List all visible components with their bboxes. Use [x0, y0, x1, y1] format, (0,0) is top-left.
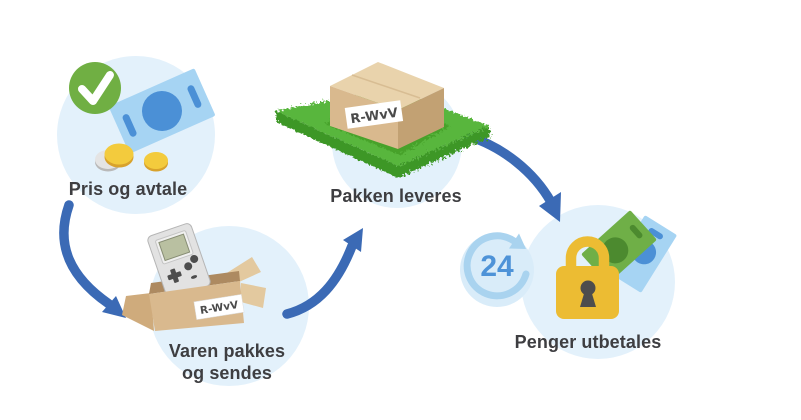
step-3-label: Pakken leveres — [330, 186, 462, 206]
banknote-icon — [109, 68, 215, 154]
parcel-label-text: R-WvV — [350, 106, 399, 127]
arrowhead-icon — [102, 296, 126, 318]
arrowhead-icon — [539, 192, 561, 222]
coins-icon — [95, 143, 168, 172]
box-right-flap — [241, 283, 266, 308]
step-4-label: Penger utbetales — [514, 332, 662, 352]
arrow-step1-to-step2 — [59, 200, 126, 318]
parcel-address-label: R-WvV — [344, 100, 404, 129]
handheld-console-icon — [147, 223, 211, 299]
payout-icon: 24 — [460, 210, 677, 319]
step-1-label: Pris og avtale — [68, 179, 188, 199]
keyhole-icon — [580, 280, 596, 307]
arrowhead-icon — [343, 228, 363, 252]
step-2-label: Varen pakkes og sendes — [169, 340, 285, 384]
clock-arrowhead-icon — [509, 233, 526, 249]
delivered-parcel-icon: R-WvV — [276, 62, 490, 178]
hours-badge: 24 — [480, 250, 514, 283]
arrow-step3-to-step4 — [463, 131, 561, 222]
box-left-flap — [122, 293, 154, 331]
closed-parcel-box: R-WvV — [330, 62, 444, 149]
arrow-step2-to-step3 — [282, 228, 363, 319]
parcel-address-label: R-WvV — [193, 294, 245, 320]
checkmark-badge-icon — [69, 62, 121, 114]
step-2-label-line-2: og sendes — [182, 363, 272, 383]
price-agreement-icon — [69, 62, 215, 172]
packing-box-icon: R-WvV — [122, 223, 266, 331]
24-hours-icon: 24 — [463, 232, 530, 300]
step-2-label-line-1: Varen pakkes — [168, 341, 286, 361]
padlock-icon — [556, 236, 619, 319]
